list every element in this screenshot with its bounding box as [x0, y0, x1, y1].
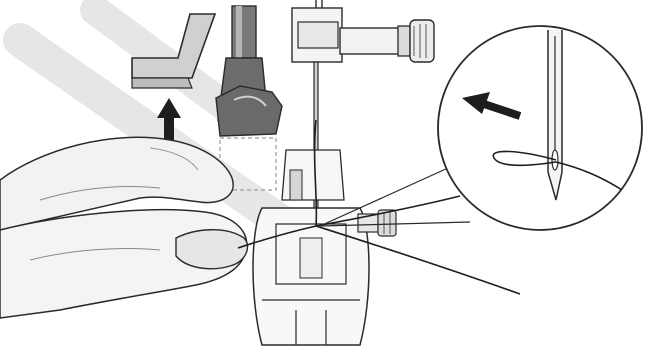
hand [0, 137, 248, 318]
magnified-view [438, 26, 642, 230]
presser-foot [253, 150, 396, 345]
presser-bar [216, 6, 282, 190]
